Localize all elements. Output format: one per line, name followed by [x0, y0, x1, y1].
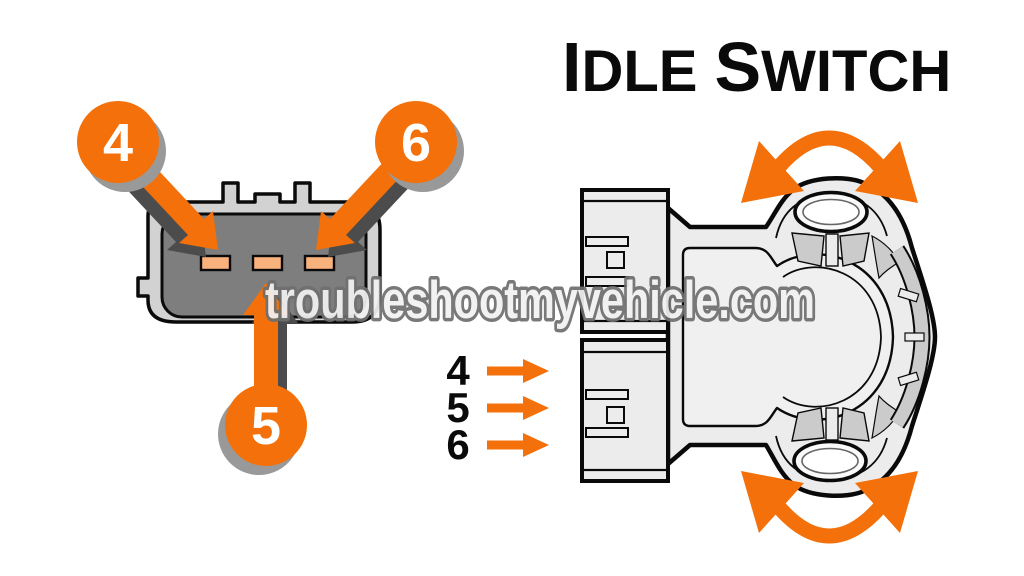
shade-top-wedge	[871, 234, 900, 280]
terminal-label-5: 5	[446, 383, 470, 431]
rotation-arrow-bottom	[741, 471, 918, 544]
terminal-arrow-icon	[487, 432, 549, 457]
callout-circle-6	[375, 101, 457, 183]
center-rib-top	[825, 233, 839, 267]
callout-label-4: 4	[103, 113, 133, 173]
terminal-row-5: 5	[443, 383, 551, 431]
switch-inner-cavity	[681, 246, 895, 428]
shade-bottom-right	[839, 407, 870, 442]
band-divider-3	[897, 371, 920, 387]
connector-face-view: 4 6 5	[77, 101, 464, 475]
shade-top-right	[839, 232, 870, 267]
callout-circle-5	[225, 384, 307, 466]
mounting-hole-bottom-inner	[801, 447, 859, 475]
callout-label-5: 5	[251, 396, 281, 456]
callout-arrow-6	[316, 157, 404, 250]
callout-arrow-shadow-6	[328, 164, 416, 257]
terminal-row-6: 6	[443, 420, 551, 468]
shade-top-left	[791, 232, 825, 267]
switch-dome-inner-line	[782, 266, 882, 408]
pin-terminal-5	[251, 254, 284, 272]
terminal-label-4: 4	[446, 346, 470, 394]
band-divider-2	[904, 332, 925, 342]
callout-arrow-5	[243, 283, 289, 395]
center-rib-bottom	[825, 407, 839, 441]
terminal-arrow-icon	[487, 395, 549, 420]
connector-block-lower	[580, 338, 670, 483]
shade-bottom-wedge	[871, 394, 900, 440]
mounting-hole-top-inner	[802, 198, 860, 226]
terminal-row-4: 4	[443, 346, 551, 394]
connector-block-upper	[580, 188, 670, 334]
pin-terminal-4	[199, 254, 232, 272]
idle-switch-view	[580, 130, 938, 544]
band-divider-1	[897, 287, 920, 303]
rotation-arrow-top	[741, 130, 918, 203]
title-part-initial-1: I	[562, 28, 582, 106]
terminal-label-6: 6	[446, 420, 470, 468]
title-part-initial-2: S	[714, 28, 762, 106]
title-part-rest-1: DLE	[581, 39, 698, 104]
title-part-rest-2: WITCH	[761, 39, 952, 104]
callout-label-6: 6	[401, 113, 431, 173]
pin-terminal-6	[303, 254, 336, 272]
shade-bottom-left	[791, 407, 825, 442]
terminal-arrow-icon	[487, 358, 549, 383]
terminal-list: 4 5 6	[443, 346, 551, 468]
callout-circle-4	[77, 101, 159, 183]
